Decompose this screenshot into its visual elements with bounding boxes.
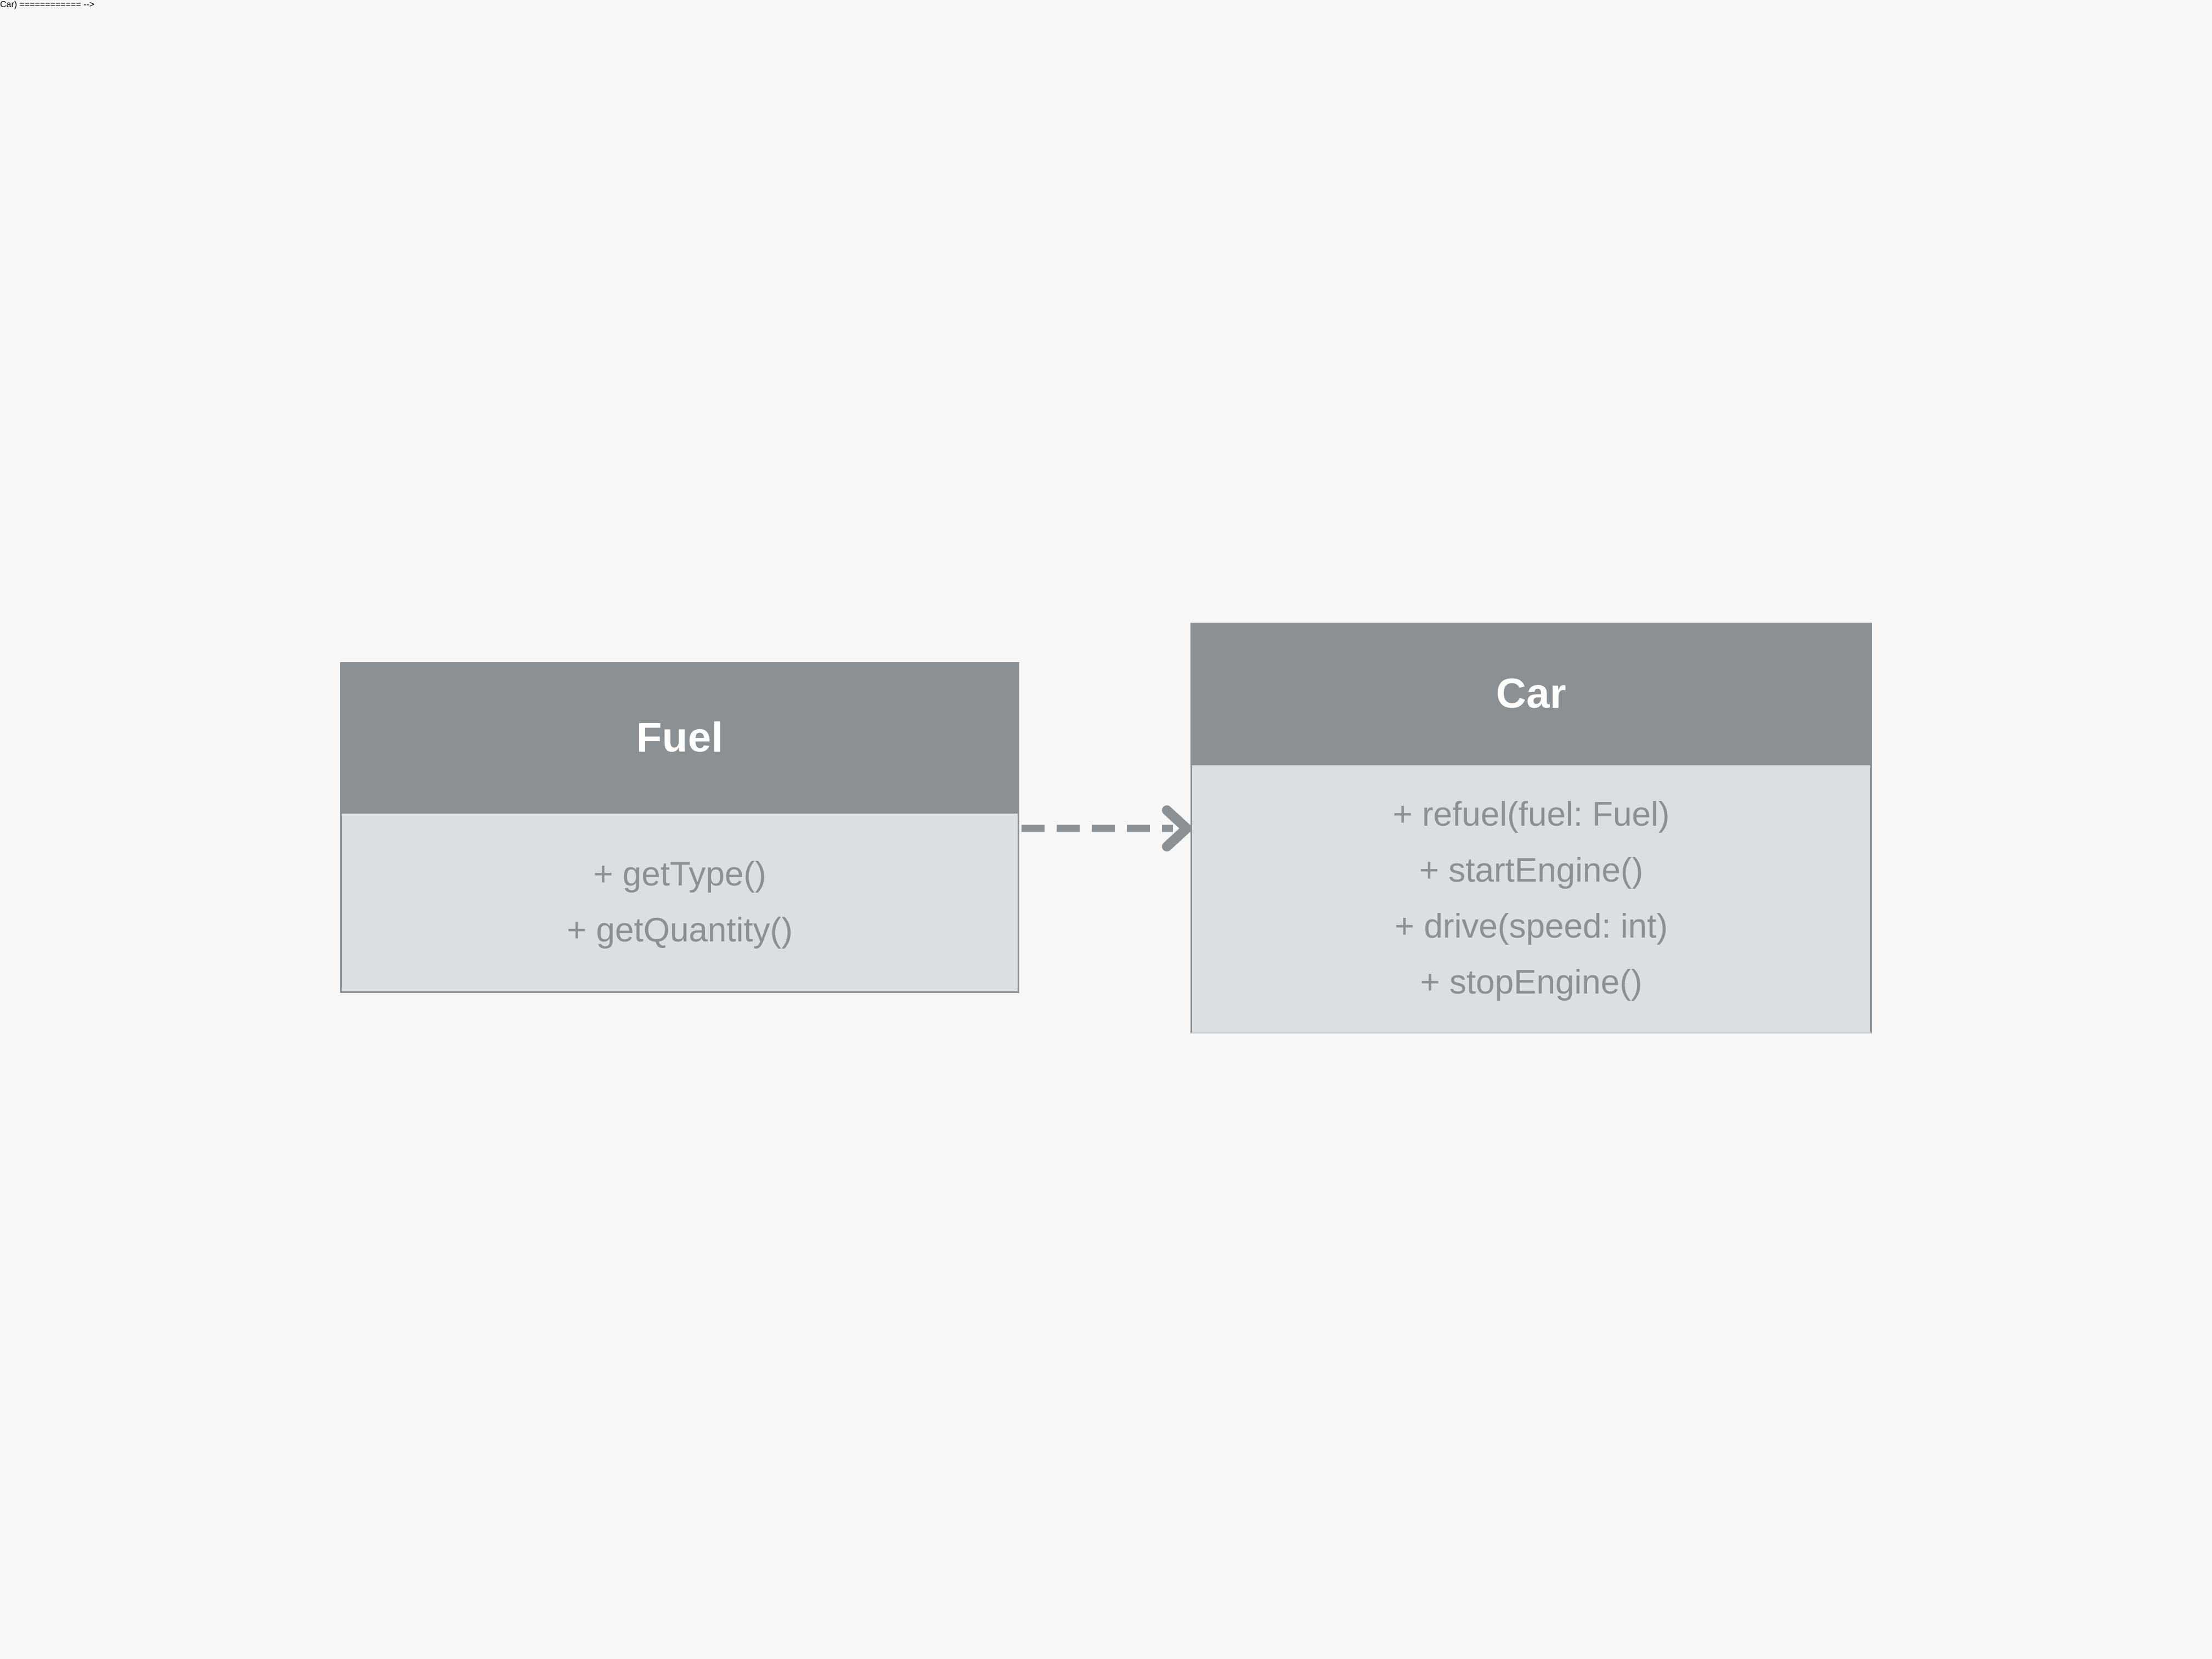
uml-class-car-members: + refuel(fuel: Fuel) + startEngine() + d… [1190,765,1872,1034]
uml-member: + getType() [593,855,766,893]
uml-member: + getQuantity() [567,911,793,949]
uml-class-car[interactable]: Car + refuel(fuel: Fuel) + startEngine()… [1190,623,1872,1034]
dependency-arrowhead-icon [1162,805,1192,851]
uml-member: + drive(speed: int) [1395,907,1668,945]
uml-class-car-title: Car [1190,623,1872,765]
uml-member: + stopEngine() [1420,963,1643,1001]
uml-member: + refuel(fuel: Fuel) [1392,795,1670,833]
uml-class-fuel-title: Fuel [340,662,1019,814]
uml-member: + startEngine() [1419,851,1644,889]
uml-class-fuel[interactable]: Fuel + getType() + getQuantity() [340,662,1019,993]
dependency-arrow-fuel-to-car[interactable] [1018,798,1196,861]
uml-class-fuel-members: + getType() + getQuantity() [340,814,1019,993]
